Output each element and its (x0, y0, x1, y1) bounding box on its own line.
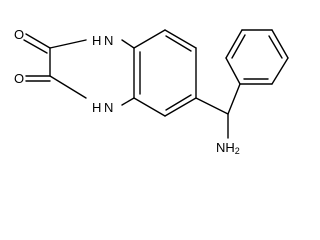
phenyl-bond-4 (271, 29, 289, 59)
bond-c2-o-1 (25, 33, 51, 49)
oxygen-bottom-label: O (14, 71, 24, 86)
phenyl-bond-1 (225, 57, 241, 85)
bond-n1-c8a (121, 39, 135, 49)
side-chain (195, 83, 241, 139)
bond-c2-o-2 (23, 39, 48, 54)
phenyl-inner-1 (231, 34, 246, 59)
bond-c5-c4a (133, 97, 166, 117)
amine-subscript: 2 (235, 146, 240, 156)
benzo-ring (121, 29, 197, 117)
amine-label: NH2 (216, 140, 240, 156)
bond-n4-c4a (121, 97, 135, 106)
nh-top-h-label: H (92, 33, 101, 48)
bond-ch-phenyl (227, 83, 241, 115)
bond-c6-c5 (164, 97, 197, 117)
dione-ring (23, 33, 87, 99)
oxygen-top-label: O (14, 27, 24, 42)
phenyl-bond-5 (271, 57, 289, 85)
nh-bottom-h-label: H (92, 100, 101, 115)
bond-c7-ch (195, 97, 229, 115)
bond-c8a-c8 (133, 29, 166, 49)
chemical-structure: O O H N H N NH2 (14, 27, 289, 156)
bond-c2-n1 (49, 39, 87, 49)
atom-labels: O O H N H N NH2 (14, 27, 240, 156)
bond-c8-c7-inner (165, 35, 192, 52)
phenyl-bond-2 (225, 29, 243, 59)
phenyl-inner-2 (268, 35, 283, 59)
nh-top-n-label: N (104, 33, 113, 48)
bond-c3-n4 (49, 75, 87, 99)
phenyl-ring (225, 29, 289, 85)
bond-c6-c5-inner (165, 94, 192, 111)
amine-nh-text: NH (216, 140, 235, 155)
nh-bottom-n-label: N (104, 100, 113, 115)
bond-c8-c7 (164, 29, 197, 49)
